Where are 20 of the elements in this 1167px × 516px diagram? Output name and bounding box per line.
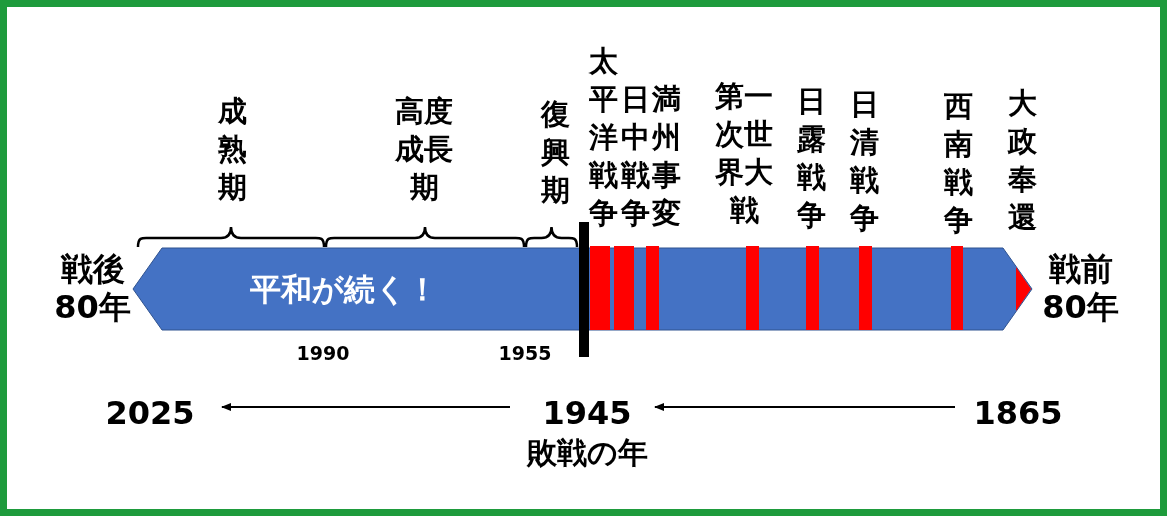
period-label: 成熟期 — [216, 93, 248, 206]
side-label: 戦前80年 — [1041, 250, 1120, 327]
period-label: 満州事変 — [650, 81, 682, 232]
period-label: 太平洋戦争 — [587, 43, 619, 232]
period-label: 大政奉還 — [1006, 85, 1038, 236]
period-label: 日露戦争 — [795, 83, 827, 234]
period-label: 高度成長期 — [394, 93, 454, 206]
side-label: 戦後80年 — [53, 250, 132, 327]
band-label: 平和が続く！ — [250, 274, 438, 305]
year-label: 1865 — [966, 395, 1070, 431]
year-label: 2025 — [100, 395, 200, 431]
period-label: 日中戦争 — [619, 81, 651, 232]
period-label: 第一次世界大戦 — [714, 78, 774, 229]
year-caption: 敗戦の年 — [525, 438, 649, 468]
period-label: 西南戦争 — [942, 88, 974, 239]
year-label: 1945 — [535, 395, 639, 431]
period-label: 日清戦争 — [848, 86, 880, 237]
period-label: 復興期 — [539, 96, 571, 209]
tick-label: 1955 — [497, 342, 553, 365]
tick-label: 1990 — [295, 342, 351, 365]
